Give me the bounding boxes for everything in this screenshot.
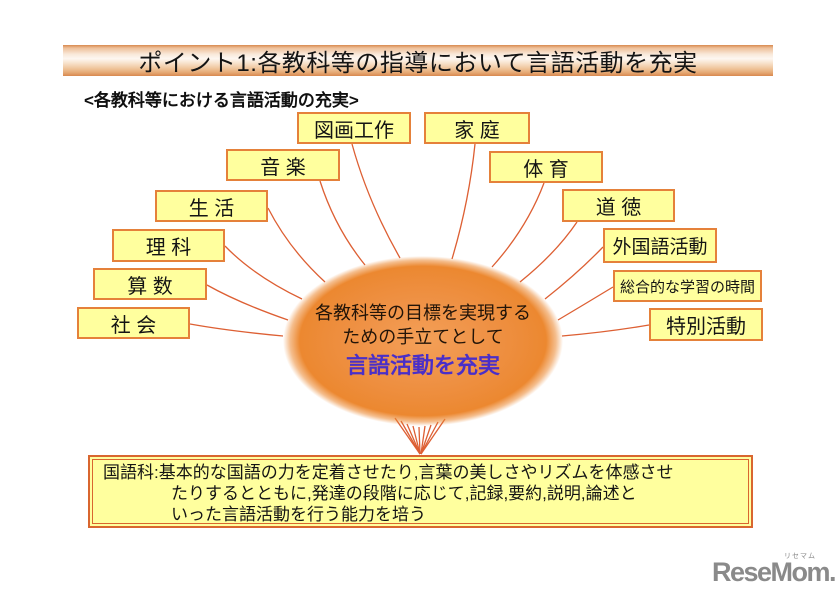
kokugo-line-1: 国語科:基本的な国語の力を定着させたり,言葉の美しさやリズムを体感させ [103,463,674,482]
title-banner: ポイント1:各教科等の指導において言語活動を充実 [63,45,773,77]
central-ellipse: 各教科等の目標を実現する ための手立てとして 言語活動を充実 [283,256,563,426]
subject-box-physical-education: 体 育 [489,151,603,183]
kokugo-summary-text: 国語科:基本的な国語の力を定着させたり,言葉の美しさやリズムを体感させ たりする… [92,459,749,524]
subject-box-social-studies: 社 会 [77,307,190,339]
kokugo-line-3: いった言語活動を行う能力を培う [171,505,426,524]
resemom-logo-text: ReseMom. [712,557,836,587]
subject-box-living: 生 活 [155,190,268,222]
subject-box-science: 理 科 [112,229,225,262]
subject-box-foreign-language: 外国語活動 [603,228,717,263]
subtitle: <各教科等における言語活動の充実> [84,91,359,110]
subject-box-art-craft: 図画工作 [297,112,411,144]
subject-box-moral-education: 道 徳 [562,189,675,222]
subject-box-music: 音 楽 [226,149,340,181]
kokugo-line-2: たりするとともに,発達の段階に応じて,記録,要約,説明,論述と [171,484,637,503]
resemom-logo: リセマム ReseMom. [712,551,836,587]
ellipse-emphasis: 言語活動を充実 [345,353,500,378]
ellipse-line-2: ための手立てとして [342,327,504,347]
subject-box-special-activities: 特別活動 [649,308,763,341]
subject-box-arithmetic: 算 数 [93,268,207,300]
ellipse-line-1: 各教科等の目標を実現する [315,303,531,323]
subject-box-home-economics: 家 庭 [424,112,530,144]
kokugo-summary-box: 国語科:基本的な国語の力を定着させたり,言葉の美しさやリズムを体感させ たりする… [88,455,753,528]
resemom-logo-kana: リセマム [784,553,816,560]
subject-box-integrated-study: 総合的な学習の時間 [613,270,762,302]
